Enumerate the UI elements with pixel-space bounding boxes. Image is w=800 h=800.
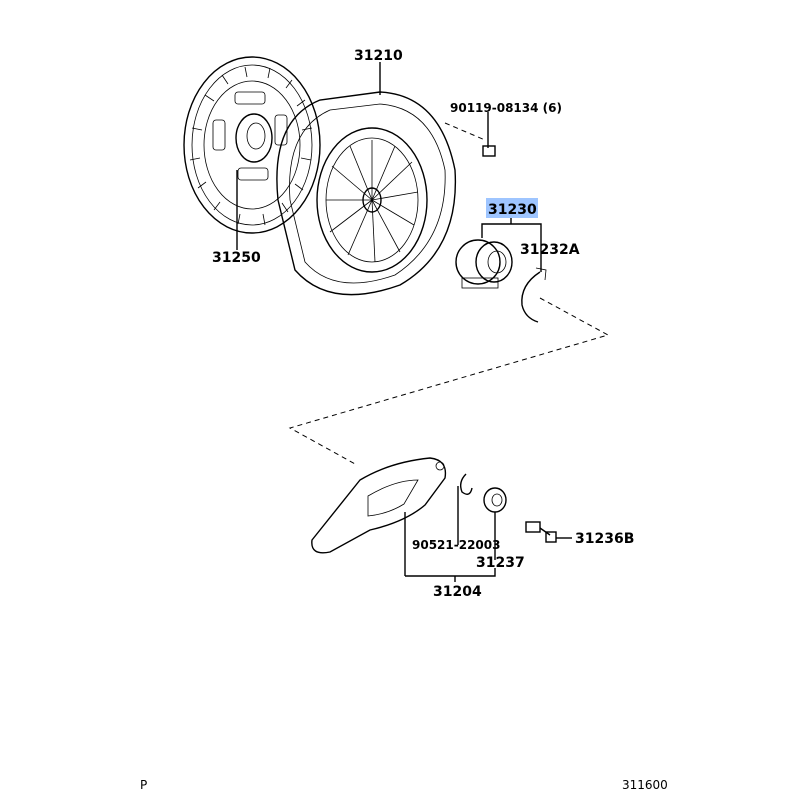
fork-ring [457,473,473,545]
footer-right: 311600 [622,778,668,792]
part-label-31210: 31210 [354,48,403,64]
part-label-31236B: 31236B [575,531,634,547]
assembly-dash-line [288,297,610,466]
part-label-31232A: 31232A [520,242,580,258]
pivot-stud [525,521,572,543]
part-label-31237: 31237 [476,555,525,571]
release-bearing-bracket [481,218,542,272]
hub-clip [521,267,547,323]
fork-bracket [404,512,496,582]
part-label-31250: 31250 [212,250,261,266]
highlight-31230 [486,198,538,218]
clutch-cover [276,62,457,296]
cover-bolt [444,112,496,157]
part-label-cover-bolt: 90119-08134 (6) [450,101,562,115]
footer-left: P [140,778,147,792]
part-label-31230[interactable]: 31230 [488,202,537,218]
part-label-fork-ring: 90521-22003 [412,538,500,552]
part-label-31204: 31204 [433,584,482,600]
fork-boot [483,487,507,560]
release-bearing [455,239,513,289]
release-fork [311,457,447,554]
clutch-disc [183,56,321,250]
